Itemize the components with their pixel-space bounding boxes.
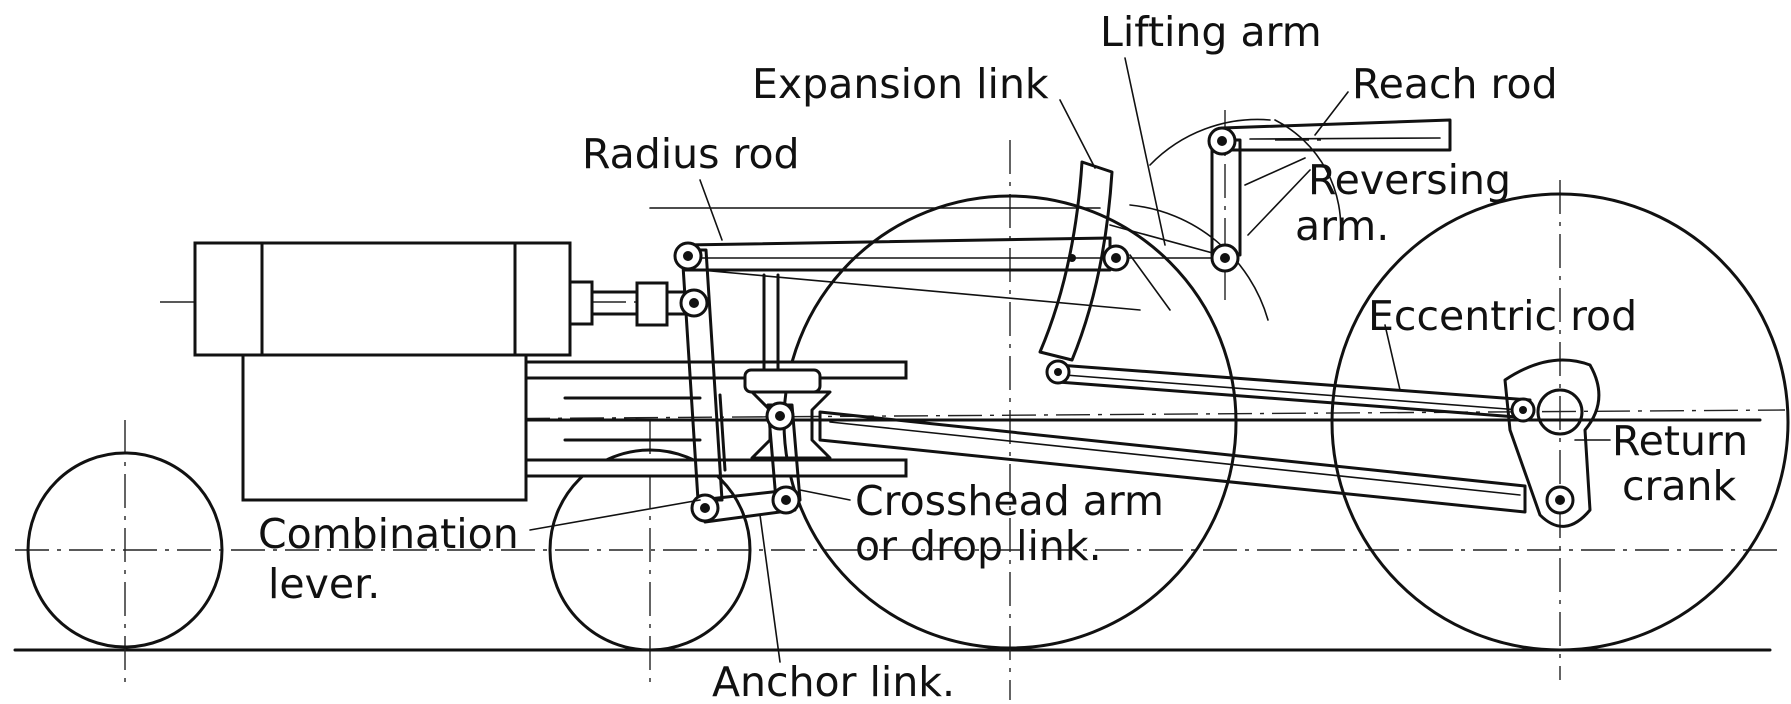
label-crosshead-arm-line1: Crosshead arm	[855, 477, 1164, 525]
coupled-wheel	[1330, 192, 1790, 652]
label-return-crank-line2: crank	[1622, 462, 1737, 510]
label-reversing-arm-line2: arm.	[1295, 202, 1389, 250]
leader-lines	[529, 57, 1611, 663]
reach-rod	[1220, 118, 1452, 152]
bogie-wheel	[548, 448, 752, 652]
leading-wheel	[26, 451, 224, 649]
label-anchor-link: Anchor link.	[712, 658, 955, 704]
expansion-link	[1038, 160, 1114, 362]
label-combination-lever-line2: lever.	[268, 560, 380, 608]
label-reversing-arm-line1: Reversing	[1308, 156, 1511, 204]
eccentric-rod	[1056, 363, 1532, 420]
connecting-rod	[818, 410, 1527, 514]
reversing-shaft-arcs	[1109, 118, 1342, 321]
pivot-pins	[673, 126, 1575, 523]
label-radius-rod: Radius rod	[582, 130, 800, 178]
label-expansion-link: Expansion link	[752, 60, 1049, 108]
label-crosshead-arm-line2: or drop link.	[855, 522, 1102, 570]
label-eccentric-rod: Eccentric rod	[1368, 292, 1637, 340]
reversing-arm	[1210, 138, 1242, 257]
return-crank	[1503, 358, 1601, 528]
label-return-crank-line1: Return	[1612, 417, 1748, 465]
piston-and-valve-rods	[524, 281, 1762, 442]
radius-rod	[649, 207, 1231, 311]
label-reach-rod: Reach rod	[1352, 60, 1558, 108]
cylinder	[193, 241, 594, 502]
label-combination-lever-line1: Combination	[258, 510, 519, 558]
label-lifting-arm: Lifting arm	[1100, 8, 1322, 56]
